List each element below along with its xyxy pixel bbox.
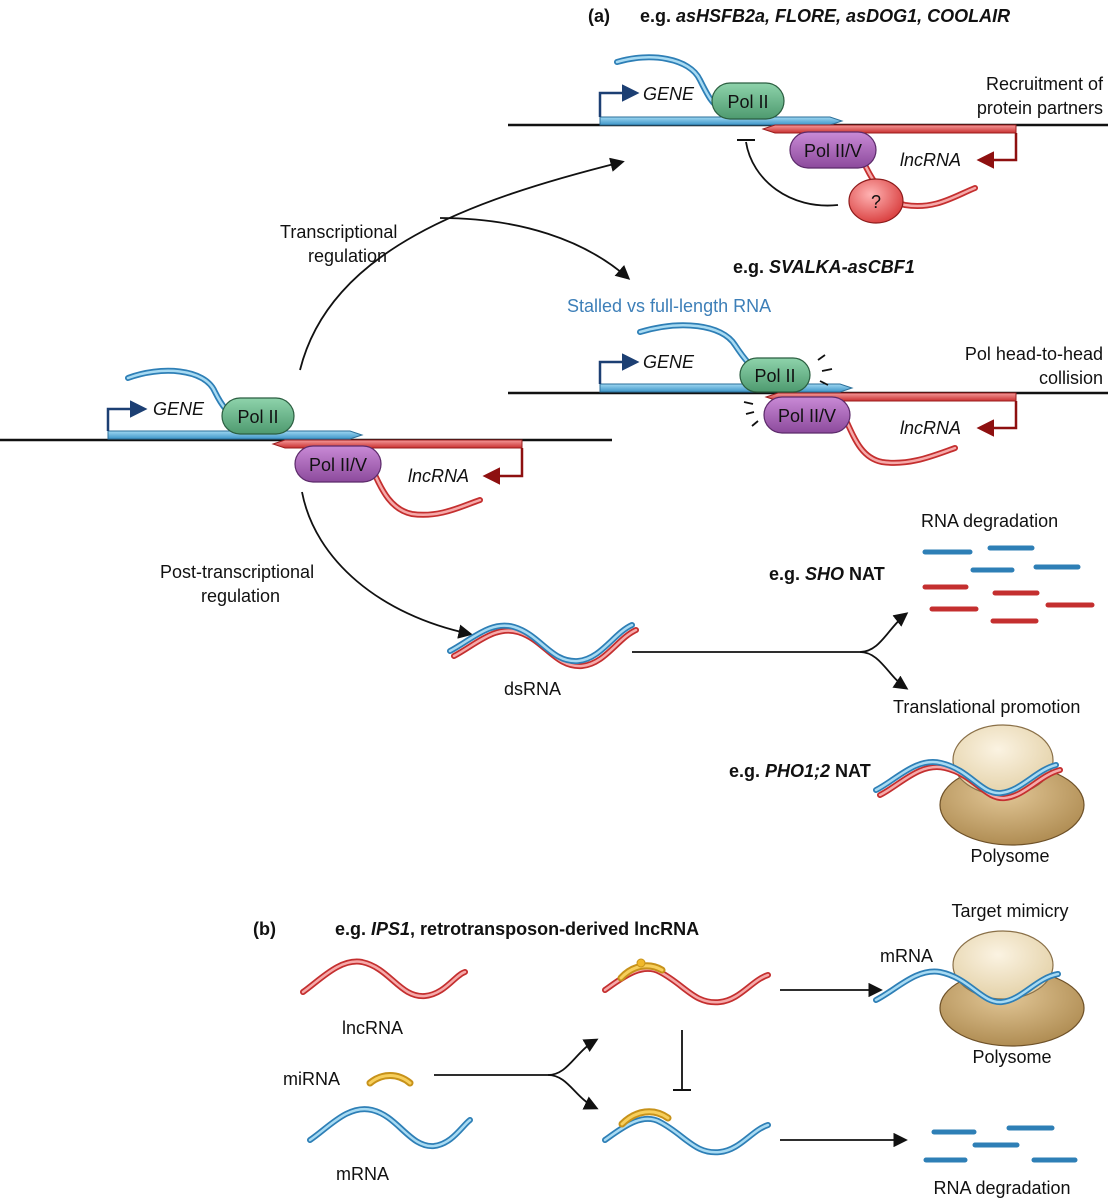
construct-recruitment: GENE lncRNA Pol II Pol II/V ?: [508, 54, 1108, 224]
mrna-polysome-label: mRNA: [880, 946, 933, 966]
example-4-label: e.g. PHO1;2 NAT: [729, 761, 871, 781]
arrow-to-translational-promotion: [859, 651, 909, 690]
target-mimicry-label: Target mimicry: [951, 901, 1068, 921]
arrow-to-mimicry: [547, 1038, 599, 1076]
lncrna-label: lncRNA: [900, 150, 961, 170]
rna-fragments-a: [922, 545, 1095, 624]
arrow-to-collision: [439, 217, 631, 280]
gene-label: GENE: [643, 84, 695, 104]
polysome-b: [873, 930, 1085, 1047]
rna-degradation-label: RNA degradation: [921, 511, 1058, 531]
polysome-a-label: Polysome: [970, 846, 1049, 866]
stalled-label: Stalled vs full-length RNA: [567, 296, 771, 316]
example-2-label: e.g. SVALKA-asCBF1: [733, 257, 915, 277]
svg-text:GENE: GENE: [153, 399, 205, 419]
rna-fragments-b: [923, 1125, 1078, 1163]
dsrna-label: dsRNA: [504, 679, 561, 699]
pol2-complex: [711, 82, 785, 120]
collision-line2: collision: [1039, 368, 1103, 388]
svg-text:Pol II: Pol II: [754, 366, 795, 386]
post-transcriptional-line1: Post-transcriptional: [160, 562, 314, 582]
example-1-label: e.g. asHSFB2a, FLORE, asDOG1, COOLAIR: [640, 6, 1010, 26]
mrna-b-label: mRNA: [336, 1164, 389, 1184]
panel-b-label: (b): [253, 919, 276, 939]
arrow-to-recruitment: [299, 157, 625, 371]
mrna-strand: [307, 1106, 473, 1150]
polysome-b-label: Polysome: [972, 1047, 1051, 1067]
pol2v-complex: [789, 131, 877, 169]
construct-collision: GENE lncRNA Pol II Pol II/V: [508, 322, 1108, 466]
arrow-to-cleavage: [547, 1074, 599, 1110]
dsrna-duplex: [447, 622, 639, 670]
lncrna-mirna-complex: [602, 958, 771, 1006]
svg-text:lncRNA: lncRNA: [900, 418, 961, 438]
transcriptional-line2: regulation: [308, 246, 387, 266]
lncrna-promoter-arrow-icon: [976, 133, 1018, 169]
lncrna-b-label: lncRNA: [342, 1018, 403, 1038]
collision-line1: Pol head-to-head: [965, 344, 1103, 364]
arrow-to-rna-degradation: [859, 612, 909, 653]
svg-text:Pol II/V: Pol II/V: [804, 141, 862, 161]
svg-text:lncRNA: lncRNA: [408, 466, 469, 486]
post-transcriptional-line2: regulation: [201, 586, 280, 606]
construct-central: GENE lncRNA Pol II Pol II/V: [0, 367, 612, 518]
svg-text:Pol II: Pol II: [237, 407, 278, 427]
svg-text:Pol II/V: Pol II/V: [309, 455, 367, 475]
translational-promotion-label: Translational promotion: [893, 697, 1080, 717]
unknown-protein-partner: [848, 178, 904, 224]
mrna-mirna-complex: [602, 1108, 771, 1156]
gene-promoter-arrow-icon: [598, 84, 640, 117]
lncrna-strand: [300, 958, 468, 1000]
svg-text:?: ?: [871, 192, 881, 212]
collision-strokes-icon: [743, 354, 833, 427]
mirna-label: miRNA: [283, 1069, 340, 1089]
example-b-label: e.g. IPS1, retrotransposon-derived lncRN…: [335, 919, 699, 939]
svg-text:Pol II: Pol II: [727, 92, 768, 112]
panel-a-label: (a): [588, 6, 610, 26]
example-3-label: e.g. SHO NAT: [769, 564, 885, 584]
transcriptional-line1: Transcriptional: [280, 222, 397, 242]
recruitment-line1: Recruitment of: [986, 74, 1104, 94]
rna-degradation-b-label: RNA degradation: [933, 1178, 1070, 1198]
svg-text:GENE: GENE: [643, 352, 695, 372]
svg-text:Pol II/V: Pol II/V: [778, 406, 836, 426]
recruitment-line2: protein partners: [977, 98, 1103, 118]
polysome-a: [873, 724, 1085, 846]
arrow-to-dsrna: [301, 491, 473, 639]
